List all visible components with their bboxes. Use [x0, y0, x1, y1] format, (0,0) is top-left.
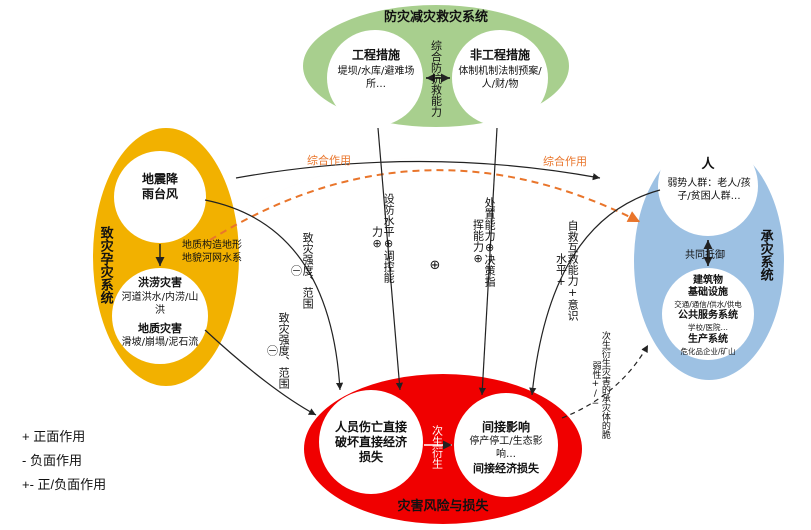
origin-to-risk-curve [204, 199, 344, 391]
origin-text: 地震降雨台风 [141, 172, 178, 201]
engineering-to-risk-line [377, 127, 403, 391]
defense-level-label: 设防水平⊕调控能力⊕ [370, 193, 396, 283]
risk-to-infra-dashed [561, 344, 649, 419]
indirect-title: 间接影响 [481, 420, 530, 434]
secondary-effect-label: 次生衍生灾害的承灾体的脆弱性+/− [590, 331, 610, 439]
people-circle [658, 136, 758, 236]
flood-desc: 河道洪水/内涝/山洪 [121, 292, 199, 316]
infra-circle [662, 268, 754, 360]
nonengineering-desc: 体制机制法制预案/人/财/物 [458, 66, 542, 90]
combined-arc-to-risk-curve [235, 160, 601, 181]
indirect-loss-circle [454, 393, 558, 497]
legend-positive: + 正面作用 [22, 429, 86, 444]
engineering-title: 工程措施 [351, 48, 400, 62]
disposal-label: 处置能力⊕决策指挥能力⊕ [471, 197, 497, 287]
combined-effect-left: 综合作用 [307, 154, 351, 167]
infra-sub2: 公共服务系统 [678, 310, 738, 321]
joint-resist-label: 共同抵御 [685, 250, 725, 261]
direct-loss-circle [319, 390, 423, 494]
flood-title: 洪涝灾害 [138, 276, 182, 289]
geo-title: 地质灾害 [138, 322, 182, 335]
infra-title: 建筑物 [693, 275, 723, 286]
infra-sub1: 基础设施 [688, 287, 728, 298]
hazard-intensity-label-1: 致灾强度、范围 ㊀ [289, 231, 315, 309]
people-desc: 弱势人群：老人/孩子/贫困人群… [667, 178, 751, 202]
risk-title: 灾害风险与损失 [397, 499, 489, 514]
secondary-label: 次生衍生 [430, 425, 444, 469]
geo-desc: 滑坡/崩塌/泥石流 [121, 337, 199, 348]
engineering-circle [327, 30, 423, 126]
hazard-intensity-label-2: 致灾强度、范围 ㊀ [265, 311, 291, 389]
nonengineering-to-risk-line [478, 127, 498, 396]
indirect-desc: 停产停工/生态影响… [469, 436, 543, 460]
engineering-desc: 堤坝/水库/避难场所… [337, 66, 415, 90]
center-plus-label: ⊕ [429, 258, 441, 273]
exposure-title: 承灾系统 [757, 229, 773, 281]
infra-sub1-desc: 交通/通信/供水/供电 [674, 300, 742, 309]
infra-sub2-desc: 学校/医院… [687, 323, 729, 332]
legend-negative: - 负面作用 [22, 453, 82, 468]
people-to-risk-curve [529, 189, 661, 396]
combined-effect-arc [209, 169, 641, 241]
legend-both: +- 正/负面作用 [22, 477, 107, 492]
infra-sub3: 生产系统 [688, 334, 728, 345]
flood-geo-circle [112, 268, 208, 364]
nonengineering-title: 非工程措施 [469, 48, 530, 62]
combined-effect-right: 综合作用 [543, 155, 587, 168]
combined-capacity-label: 综合防抗救能力 [429, 39, 443, 117]
origin-circle [114, 151, 206, 243]
flood-to-risk-curve [204, 329, 317, 416]
direct-loss-text: 人员伤亡直接破坏直接经济损失 [334, 420, 407, 464]
indirect-loss: 间接经济损失 [473, 462, 539, 475]
terrain-text: 地质构造地形地貌河网水系 [182, 240, 242, 264]
combined-effect-arc-start [209, 156, 421, 239]
prevention-title: 防灾减灾救灾系统 [383, 10, 488, 25]
self-rescue-label: 自救互救能力+意识水平+ [554, 219, 580, 321]
people-title: 人 [701, 157, 715, 172]
hazard-title: 致灾孕灾系统 [97, 226, 113, 304]
infra-sub3-desc: 危化品企业/矿山 [680, 347, 736, 356]
non-engineering-circle [452, 30, 548, 126]
